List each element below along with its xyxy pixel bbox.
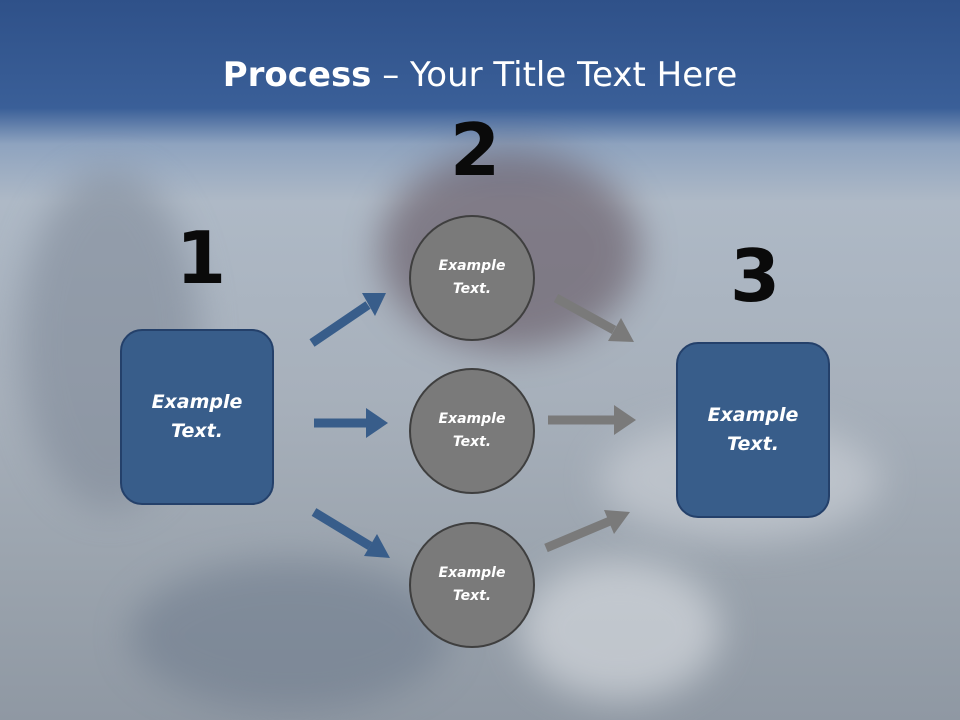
circle-3[interactable]: Example Text.	[409, 522, 535, 648]
circle-2-label: Example Text.	[438, 411, 506, 450]
slide-title: Process – Your Title Text Here	[0, 52, 960, 98]
arrow-to-circle-1	[309, 293, 386, 347]
step-number-2: 2	[450, 108, 501, 192]
circle-1[interactable]: Example Text.	[409, 215, 535, 341]
step-number-3: 3	[730, 234, 781, 318]
left-box[interactable]: Example Text.	[120, 329, 274, 505]
left-box-label: Example Text.	[151, 391, 243, 442]
title-rest: – Your Title Text Here	[371, 55, 738, 95]
circle-2[interactable]: Example Text.	[409, 368, 535, 494]
title-bold: Process	[222, 55, 372, 95]
arrow-from-circle-2	[548, 405, 636, 435]
arrow-from-circle-1	[553, 294, 634, 342]
step-number-1: 1	[176, 216, 227, 300]
right-box[interactable]: Example Text.	[676, 342, 830, 518]
arrow-from-circle-3	[544, 510, 630, 553]
background-photo-shape	[520, 560, 720, 700]
circle-3-label: Example Text.	[438, 565, 506, 604]
arrow-to-circle-2	[314, 408, 388, 438]
circle-1-label: Example Text.	[438, 258, 506, 297]
background-photo-shape	[130, 560, 450, 710]
arrow-to-circle-3	[311, 508, 390, 558]
right-box-label: Example Text.	[707, 404, 799, 455]
